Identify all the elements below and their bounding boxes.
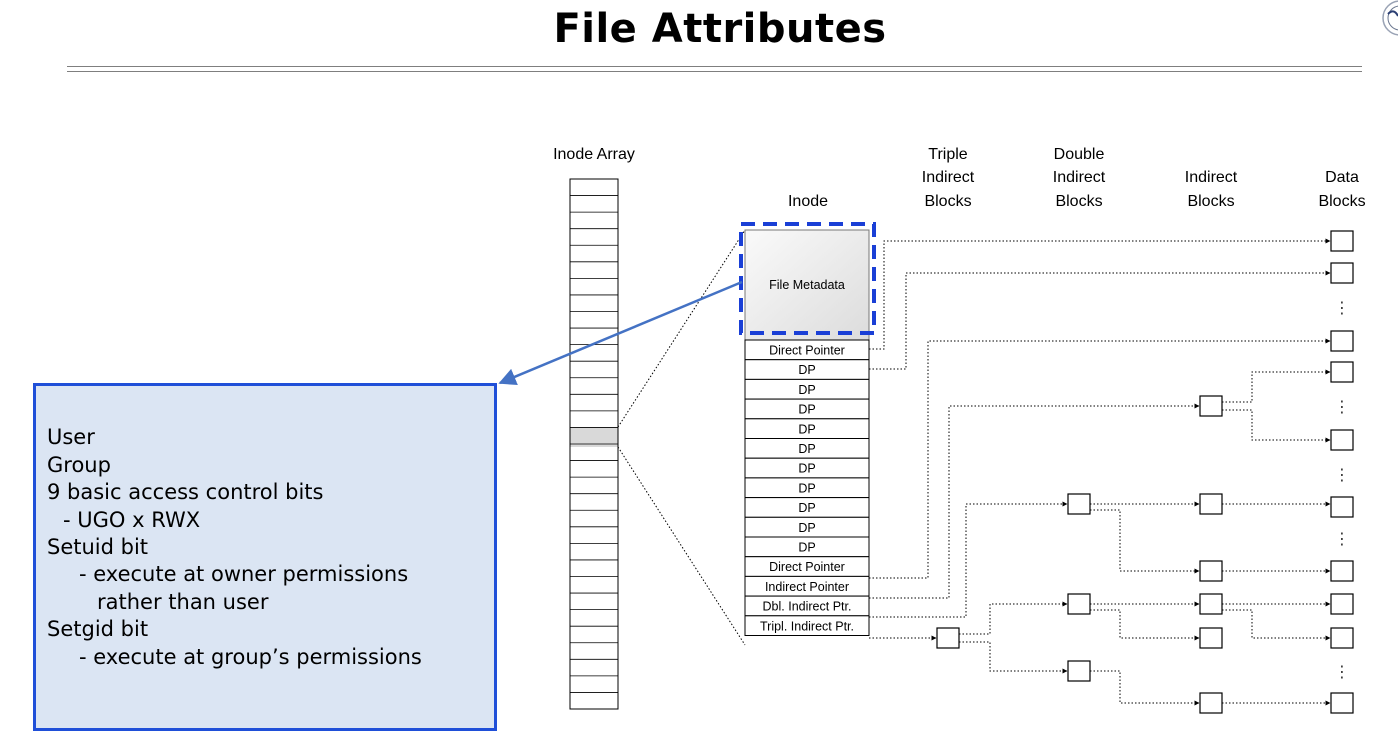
double-header-2: Indirect	[1053, 169, 1106, 186]
callout-line-setuid: Setuid bit	[47, 535, 149, 560]
data-block	[1330, 330, 1354, 352]
ellipsis: ⋮	[1334, 397, 1350, 416]
data-block	[1330, 560, 1354, 582]
pointer-row-label: DP	[798, 541, 815, 555]
university-seal-logo	[1382, 0, 1398, 36]
pointer-link	[869, 270, 1331, 370]
data-block	[1330, 361, 1354, 383]
data-header-2: Blocks	[1318, 193, 1365, 210]
file-metadata-label: File Metadata	[769, 278, 845, 292]
pointer-link	[869, 403, 1200, 599]
indirect-block	[1199, 395, 1223, 417]
indirect-block	[1199, 593, 1223, 615]
pointer-row-label: DP	[798, 501, 815, 515]
callout-line-setgid-desc: - execute at group’s permissions	[79, 644, 422, 669]
pointer-row-label: Direct Pointer	[769, 344, 845, 358]
pointer-row-label: DP	[798, 363, 815, 377]
pointer-link	[617, 229, 746, 428]
callout-line-setgid: Setgid bit	[47, 617, 149, 642]
pointer-row-label: Dbl. Indirect Ptr.	[763, 600, 852, 614]
inode-pointer-table: Direct PointerDPDPDPDPDPDPDPDPDPDPDirect…	[744, 339, 870, 636]
ellipsis: ⋮	[1334, 529, 1350, 548]
inode-array-selected-cell	[570, 427, 618, 447]
indirect-header-2: Blocks	[1187, 193, 1234, 210]
data-block	[1330, 230, 1354, 252]
callout-line-setuid-desc-cont: rather than user	[97, 589, 269, 614]
pointer-row-label: DP	[798, 481, 815, 495]
pointer-link	[1222, 369, 1331, 403]
double-indirect-block	[1067, 660, 1091, 682]
callout-arrow	[498, 280, 743, 386]
pointer-row-label: Tripl. Indirect Ptr.	[760, 619, 854, 633]
pointer-link	[869, 338, 1331, 579]
metadata-highlight	[739, 222, 876, 335]
pointer-row-label: Direct Pointer	[769, 560, 845, 574]
data-header-1: Data	[1325, 169, 1359, 186]
triple-header-1: Triple	[928, 146, 968, 163]
pointer-row-label: DP	[798, 422, 815, 436]
indirect-block	[1199, 627, 1223, 649]
indirect-header-1: Indirect	[1185, 169, 1238, 186]
double-header-1: Double	[1054, 146, 1105, 163]
pointer-row-label: DP	[798, 403, 815, 417]
inode-array	[569, 178, 619, 710]
ellipsis: ⋮	[1334, 465, 1350, 484]
title-rule-top	[67, 66, 1362, 67]
indirect-block	[1199, 692, 1223, 714]
pointer-row-label: DP	[798, 383, 815, 397]
inode-header: Inode	[788, 193, 828, 210]
double-header-3: Blocks	[1055, 193, 1102, 210]
data-block	[1330, 262, 1354, 284]
title-rule-bottom	[67, 71, 1362, 72]
double-indirect-block	[1067, 593, 1091, 615]
triple-header-3: Blocks	[924, 193, 971, 210]
pointer-link	[869, 501, 1068, 618]
pointer-link	[869, 238, 1331, 350]
pointer-link	[959, 601, 1068, 635]
pointer-link	[959, 641, 1068, 674]
pointer-links	[617, 229, 1331, 706]
pointer-link	[1090, 609, 1200, 641]
data-block	[1330, 627, 1354, 649]
slide-title: File Attributes	[553, 6, 887, 52]
callout-line-group: Group	[47, 452, 111, 477]
triple-header-2: Indirect	[922, 169, 975, 186]
pointer-link	[1222, 609, 1331, 641]
pointer-row	[744, 615, 870, 636]
triple-indirect-block	[936, 627, 960, 649]
file-metadata-box	[744, 229, 870, 341]
callout-line-setuid-desc: - execute at owner permissions	[79, 562, 409, 587]
pointer-link	[1090, 509, 1200, 574]
pointer-link	[1222, 409, 1331, 443]
data-block	[1330, 593, 1354, 615]
pointer-row-label: DP	[798, 442, 815, 456]
data-block	[1330, 692, 1354, 714]
callout-line-ugo: - UGO x RWX	[63, 507, 201, 532]
callout-line-access-bits: 9 basic access control bits	[47, 480, 324, 505]
callout-line-user: User	[47, 425, 95, 450]
pointer-link	[617, 446, 746, 646]
inode-array-header: Inode Array	[553, 146, 635, 163]
pointer-row-label: DP	[798, 521, 815, 535]
ellipsis: ⋮	[1334, 298, 1350, 317]
data-block-ellipses: ⋮ ⋮ ⋮ ⋮ ⋮	[1334, 298, 1350, 681]
double-indirect-block	[1067, 493, 1091, 515]
pointer-link	[1090, 670, 1200, 706]
indirect-block	[1199, 560, 1223, 582]
pointer-row-label: Indirect Pointer	[765, 580, 849, 594]
block-boxes	[936, 230, 1354, 714]
pointer-row-label: DP	[798, 462, 815, 476]
indirect-block	[1199, 493, 1223, 515]
data-block	[1330, 429, 1354, 451]
ellipsis: ⋮	[1334, 662, 1350, 681]
data-block	[1330, 496, 1354, 518]
